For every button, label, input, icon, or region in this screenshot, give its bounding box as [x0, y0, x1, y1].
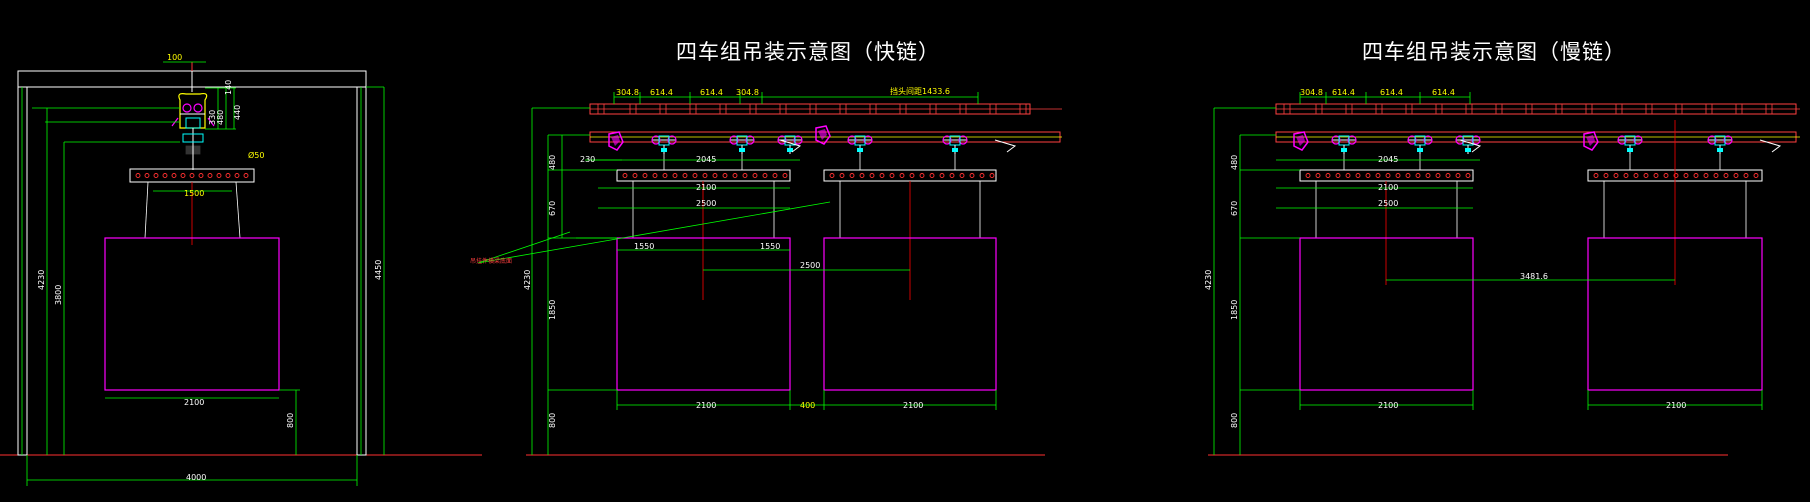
note-beam-bottom: 吊挂件横梁底面 — [470, 257, 512, 265]
dim-fast-box2: 2100 — [903, 401, 923, 410]
dim-fast-p3: 614.4 — [700, 88, 723, 97]
frame-left-column — [17, 86, 28, 456]
dim-fast-230: 230 — [580, 155, 595, 164]
dim-fast-800: 800 — [548, 413, 557, 428]
dim-slow-box2: 2100 — [1666, 401, 1686, 410]
dim-fast-480: 480 — [548, 155, 557, 170]
dim-slow-670: 670 — [1230, 201, 1239, 216]
dim-pipe: Ø50 — [248, 150, 264, 160]
dim-slow-3481: 3481.6 — [1520, 272, 1548, 281]
dim-beam: 1500 — [184, 189, 204, 198]
carrier-beam-fast-1 — [616, 169, 791, 182]
dim-fast-2045: 2045 — [696, 155, 716, 164]
dim-slow-2500: 2500 — [1378, 199, 1398, 208]
dim-fast-2500a: 2500 — [696, 199, 716, 208]
load-box-slow-2 — [1587, 237, 1763, 391]
side-view: 100 140 330 480 440 Ø50 1500 2100 800 40… — [0, 53, 482, 486]
title-fast-chain: 四车组吊装示意图（快链） — [676, 40, 940, 64]
dim-bottom: 800 — [286, 413, 295, 428]
dim-fast-1550a: 1550 — [634, 242, 654, 251]
dim-fast-2100a: 2100 — [696, 183, 716, 192]
dim-box-width: 2100 — [184, 398, 204, 407]
dim-fast-spacing: 挡头间距1433.6 — [890, 86, 950, 96]
dim-slow-480: 480 — [1230, 155, 1239, 170]
carrier-beam-slow-1 — [1299, 169, 1474, 182]
dim-fast-2500b: 2500 — [800, 261, 820, 270]
dim-h2: 3800 — [54, 285, 63, 305]
dim-fast-p1: 304.8 — [616, 88, 639, 97]
dim-slow-p2: 614.4 — [1332, 88, 1355, 97]
dim-fast-4230: 4230 — [523, 270, 532, 290]
fast-chain-view: 304.8 614.4 614.4 304.8 挡头间距1433.6 230 2… — [470, 86, 1062, 456]
dim-h3: 4450 — [374, 260, 383, 280]
slow-chain-view: 304.8 614.4 614.4 614.4 2045 2100 2500 3… — [1204, 88, 1800, 456]
dim-fast-670: 670 — [548, 201, 557, 216]
dim-fast-1850: 1850 — [548, 300, 557, 320]
load-box-fast-2 — [823, 237, 997, 391]
dim-fast-1550b: 1550 — [760, 242, 780, 251]
dim-slow-2045: 2045 — [1378, 155, 1398, 164]
dim-h1: 4230 — [37, 270, 46, 290]
title-slow-chain: 四车组吊装示意图（慢链） — [1362, 40, 1626, 64]
dim-fast-p4: 304.8 — [736, 88, 759, 97]
frame-right-column — [356, 86, 367, 456]
dim-slow-1850: 1850 — [1230, 300, 1239, 320]
dim-hook-c: 480 — [216, 110, 225, 125]
dim-slow-p4: 614.4 — [1432, 88, 1455, 97]
dim-total-width: 4000 — [186, 473, 206, 482]
dim-hook-d: 440 — [233, 105, 242, 120]
load-box-fast-1 — [616, 237, 791, 391]
dim-hook-b: 330 — [208, 110, 217, 125]
dim-fast-box1: 2100 — [696, 401, 716, 410]
dim-slow-4230: 4230 — [1204, 270, 1213, 290]
dim-fast-gap: 400 — [800, 401, 815, 410]
dim-slow-p1: 304.8 — [1300, 88, 1323, 97]
load-box-slow-1 — [1299, 237, 1474, 391]
dim-slow-2100: 2100 — [1378, 183, 1398, 192]
load-box — [104, 237, 280, 391]
dim-hook-a: 140 — [224, 80, 233, 95]
dim-slow-800: 800 — [1230, 413, 1239, 428]
dim-slow-p3: 614.4 — [1380, 88, 1403, 97]
dim-top-gap: 100 — [167, 53, 182, 62]
dim-fast-p2: 614.4 — [650, 88, 673, 97]
dim-slow-box1: 2100 — [1378, 401, 1398, 410]
